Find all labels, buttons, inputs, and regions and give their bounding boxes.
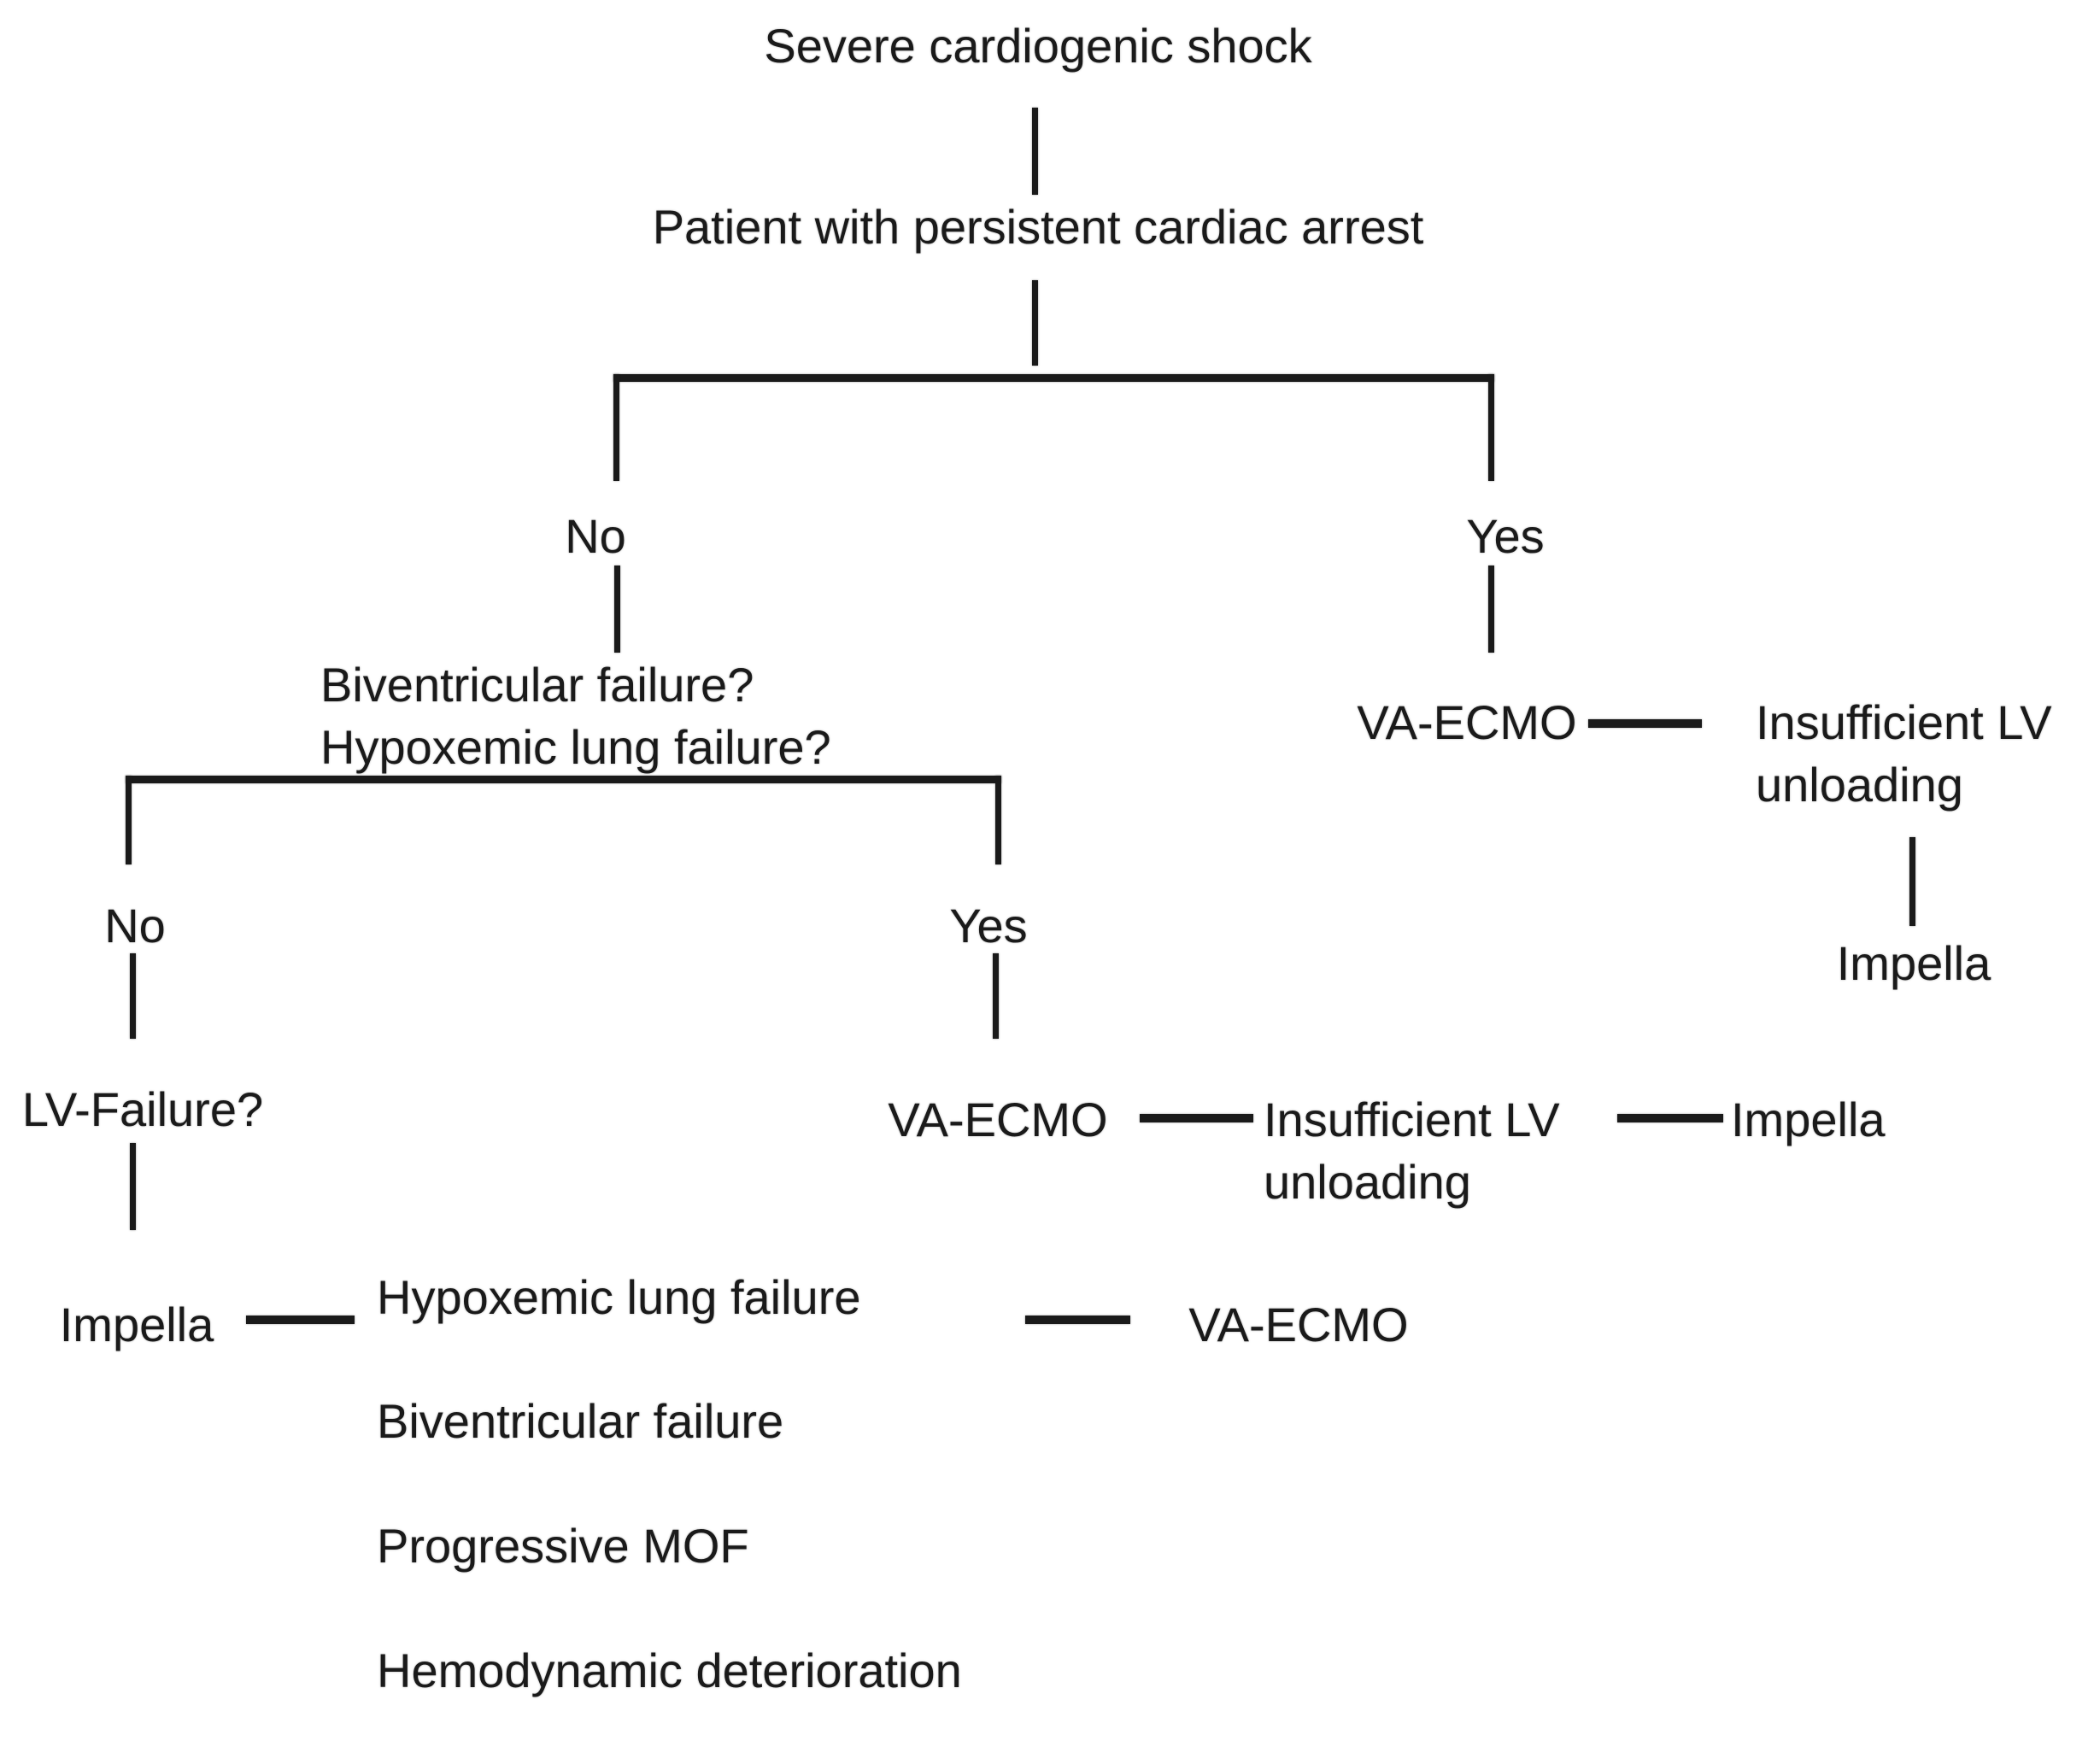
flowchart-canvas: Severe cardiogenic shock Patient with pe…	[21, 19, 2052, 1697]
node-persistent-cardiac-arrest: Patient with persistent cardiac arrest	[652, 200, 1424, 254]
node-impella-lv-failure-path: Impella	[59, 1298, 214, 1351]
branch2-horizontal-line	[126, 776, 1001, 783]
connector-insufficient-to-impella-biv	[1617, 1114, 1723, 1122]
trigger-progressive-mof: Progressive MOF	[377, 1518, 749, 1573]
node-lv-failure-question: LV-Failure?	[21, 1082, 264, 1136]
connector-vaecmo-to-insufficient-biv	[1140, 1114, 1253, 1122]
connector-no-to-biv-question	[614, 566, 620, 653]
connector-impella-to-triggers	[246, 1316, 355, 1324]
branch2-left-drop-line	[126, 776, 132, 864]
connector-root-to-cardiac-arrest	[1032, 108, 1038, 195]
node-va-ecmo-biv-path: VA-ECMO	[888, 1093, 1108, 1146]
label-biv-yes: Yes	[949, 899, 1028, 952]
label-arrest-no: No	[565, 509, 626, 563]
trigger-biventricular-failure: Biventricular failure	[377, 1394, 784, 1449]
node-insufficient-lv-unloading-arrest: Insufficient LV unloading	[1756, 695, 2052, 812]
connector-cardiac-arrest-to-branch	[1032, 280, 1038, 366]
branch1-left-drop-line	[613, 374, 619, 481]
node-va-ecmo-escalation: VA-ECMO	[1188, 1298, 1409, 1351]
node-impella-arrest-path: Impella	[1836, 936, 1991, 990]
connector-no-to-lv-failure	[130, 953, 136, 1039]
node-severe-cardiogenic-shock: Severe cardiogenic shock	[764, 19, 1312, 73]
node-insufficient-lv-unloading-biv: Insufficient LV unloading	[1264, 1093, 1560, 1209]
connector-vaecmo-to-insufficient-arrest	[1588, 719, 1702, 728]
node-impella-biv-path: Impella	[1731, 1093, 1886, 1146]
connector-yes-to-vaecmo-biv	[993, 953, 999, 1039]
branch2-right-drop-line	[995, 776, 1001, 864]
node-escalation-trigger-list: Hypoxemic lung failure Biventricular fai…	[377, 1204, 962, 1764]
branch1-right-drop-line	[1488, 374, 1494, 481]
trigger-hemodynamic-deterioration: Hemodynamic deterioration	[377, 1643, 962, 1697]
trigger-hypoxemic-lung-failure: Hypoxemic lung failure	[377, 1269, 861, 1324]
connector-yes-to-vaecmo-arrest	[1488, 566, 1494, 653]
node-biventricular-hypoxemic-question: Biventricular failure? Hypoxemic lung fa…	[320, 658, 831, 774]
connector-insufficient-to-impella-arrest	[1909, 837, 1915, 926]
label-biv-no: No	[104, 899, 166, 952]
branch1-horizontal-line	[613, 374, 1494, 382]
label-arrest-yes: Yes	[1466, 509, 1545, 563]
node-va-ecmo-arrest-path: VA-ECMO	[1357, 695, 1577, 749]
connector-triggers-to-vaecmo-bottom	[1025, 1316, 1130, 1324]
connector-lv-failure-to-impella	[130, 1143, 136, 1230]
